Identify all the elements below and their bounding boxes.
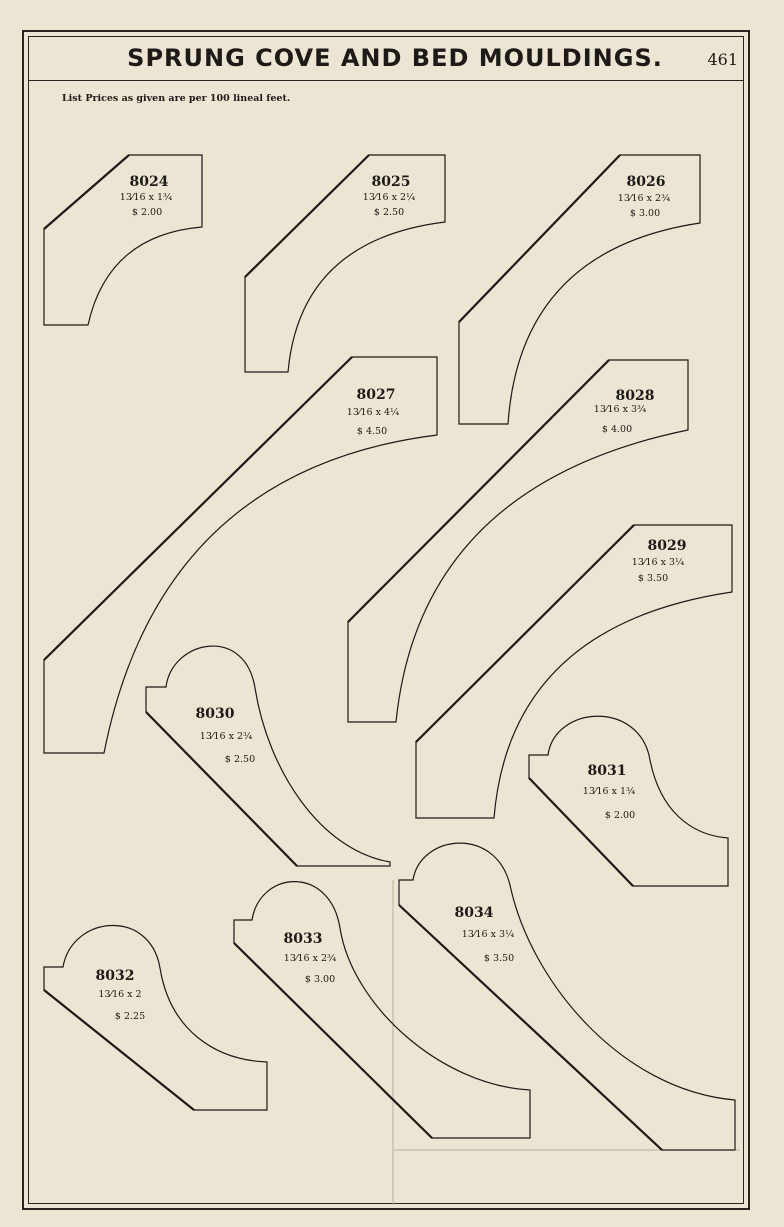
moulding-size: 13⁄16 x 3¼ [632, 557, 684, 568]
label-8028: 8028 13⁄16 x 3¾ $ 4.00 [594, 388, 655, 435]
moulding-number: 8027 [357, 387, 396, 403]
label-8034: 8034 13⁄16 x 3¼ $ 3.50 [455, 905, 515, 964]
label-8024: 8024 13⁄16 x 1¾ $ 2.00 [120, 174, 172, 218]
moulding-size: 13⁄16 x 4¼ [347, 407, 399, 418]
moulding-size: 13⁄16 x 2¾ [284, 953, 336, 964]
moulding-price: $ 2.00 [132, 207, 162, 218]
moulding-price: $ 2.50 [374, 207, 404, 218]
header-rule [28, 80, 744, 81]
moulding-size: 13⁄16 x 2¾ [618, 193, 670, 204]
page-number: 461 [707, 50, 738, 69]
page-border-outer [22, 30, 750, 1210]
moulding-price: $ 2.50 [225, 754, 255, 765]
moulding-profile-8025 [244, 154, 446, 373]
page-border-inner [28, 36, 744, 1204]
moulding-profile-8031 [528, 715, 729, 887]
moulding-price: $ 4.50 [357, 426, 387, 437]
moulding-profile-8033 [233, 881, 531, 1139]
moulding-number: 8033 [284, 931, 323, 947]
moulding-number: 8032 [96, 968, 135, 984]
moulding-size: 13⁄16 x 2¼ [363, 192, 415, 203]
moulding-profile-8034 [398, 842, 736, 1151]
label-8032: 8032 13⁄16 x 2 $ 2.25 [96, 968, 146, 1022]
moulding-number: 8028 [616, 388, 655, 404]
moulding-price: $ 2.00 [605, 810, 635, 821]
moulding-profile-8029 [415, 524, 733, 819]
moulding-price: $ 3.50 [484, 953, 514, 964]
moulding-price: $ 3.00 [305, 974, 335, 985]
label-8030: 8030 13⁄16 x 2¾ $ 2.50 [196, 706, 256, 765]
moulding-number: 8031 [588, 763, 627, 779]
moulding-profile-8027 [43, 356, 438, 754]
moulding-profile-8026 [458, 154, 701, 425]
label-8033: 8033 13⁄16 x 2¾ $ 3.00 [284, 931, 337, 985]
moulding-price: $ 3.00 [630, 208, 660, 219]
label-8027: 8027 13⁄16 x 4¼ $ 4.50 [347, 387, 399, 437]
moulding-number: 8029 [648, 538, 687, 554]
moulding-size: 13⁄16 x 3¼ [462, 929, 514, 940]
moulding-size: 13⁄16 x 1¾ [583, 786, 635, 797]
page-title: SPRUNG COVE AND BED MOULDINGS. [127, 44, 663, 72]
moulding-profile-8028 [347, 359, 689, 723]
moulding-price: $ 4.00 [602, 424, 632, 435]
moulding-number: 8025 [372, 174, 411, 190]
moulding-size: 13⁄16 x 3¾ [594, 404, 646, 415]
moulding-price: $ 2.25 [115, 1011, 145, 1022]
moulding-profile-8030 [145, 645, 391, 867]
moulding-size: 13⁄16 x 1¾ [120, 192, 172, 203]
price-note: List Prices as given are per 100 lineal … [62, 93, 291, 104]
moulding-number: 8026 [627, 174, 666, 190]
label-8026: 8026 13⁄16 x 2¾ $ 3.00 [618, 174, 670, 219]
moulding-profile-8024 [43, 154, 203, 326]
label-8029: 8029 13⁄16 x 3¼ $ 3.50 [632, 538, 687, 584]
moulding-price: $ 3.50 [638, 573, 668, 584]
moulding-size: 13⁄16 x 2 [98, 989, 141, 1000]
label-8025: 8025 13⁄16 x 2¼ $ 2.50 [363, 174, 415, 218]
label-8031: 8031 13⁄16 x 1¾ $ 2.00 [583, 763, 635, 821]
moulding-profile-8032 [43, 924, 268, 1111]
moulding-size: 13⁄16 x 2¾ [200, 731, 252, 742]
moulding-number: 8024 [130, 174, 169, 190]
moulding-number: 8034 [455, 905, 494, 921]
moulding-number: 8030 [196, 706, 235, 722]
